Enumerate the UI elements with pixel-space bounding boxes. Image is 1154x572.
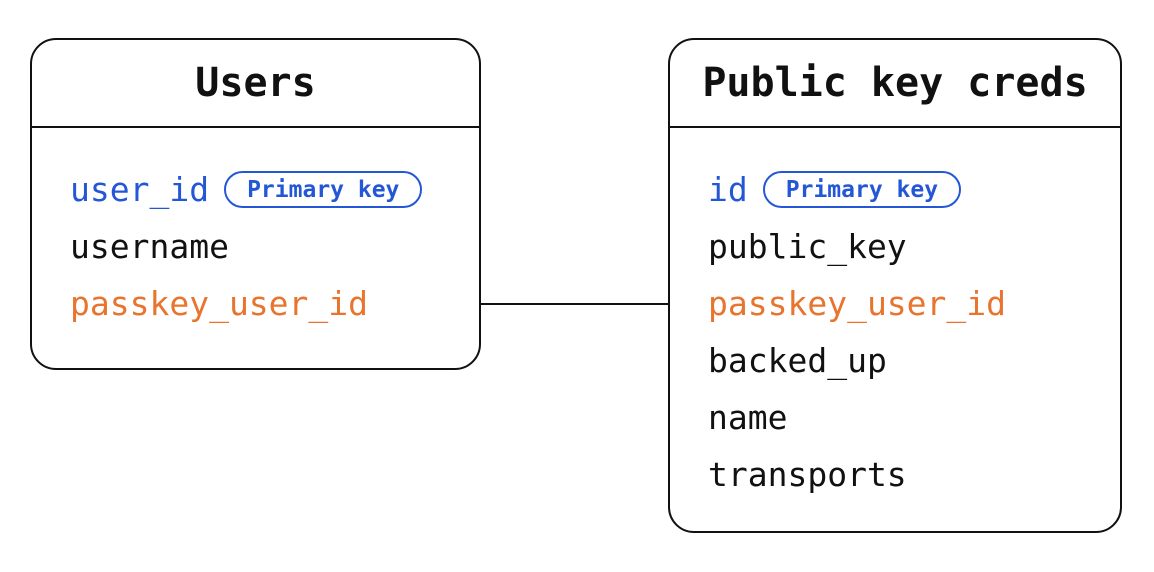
table-public-key-creds-header: Public key creds <box>670 40 1120 128</box>
primary-key-badge: Primary key <box>224 171 423 208</box>
field-row-username: username <box>70 218 479 275</box>
table-public-key-creds: Public key creds id Primary key public_k… <box>668 38 1122 533</box>
table-public-key-creds-fields: id Primary key public_key passkey_user_i… <box>670 128 1120 503</box>
field-name: transports <box>708 455 907 494</box>
table-users: Users user_id Primary key username passk… <box>30 38 481 370</box>
field-name: id <box>708 170 748 209</box>
field-row-backed-up: backed_up <box>708 332 1120 389</box>
field-row-user-id: user_id Primary key <box>70 161 479 218</box>
field-name: public_key <box>708 227 907 266</box>
table-users-header: Users <box>32 40 479 128</box>
field-row-transports: transports <box>708 446 1120 503</box>
field-name: passkey_user_id <box>708 284 1007 323</box>
field-name: passkey_user_id <box>70 284 369 323</box>
field-row-passkey-user-id: passkey_user_id <box>70 275 479 332</box>
relationship-line <box>481 303 668 305</box>
field-name: backed_up <box>708 341 887 380</box>
primary-key-badge: Primary key <box>762 171 962 208</box>
table-users-fields: user_id Primary key username passkey_use… <box>32 128 479 332</box>
field-name: user_id <box>70 170 210 209</box>
field-row-id: id Primary key <box>708 161 1120 218</box>
field-row-public-key: public_key <box>708 218 1120 275</box>
table-users-title: Users <box>195 60 316 106</box>
field-row-name: name <box>708 389 1120 446</box>
table-public-key-creds-title: Public key creds <box>702 60 1088 106</box>
field-name: name <box>708 398 788 437</box>
field-row-passkey-user-id: passkey_user_id <box>708 275 1120 332</box>
field-name: username <box>70 227 229 266</box>
